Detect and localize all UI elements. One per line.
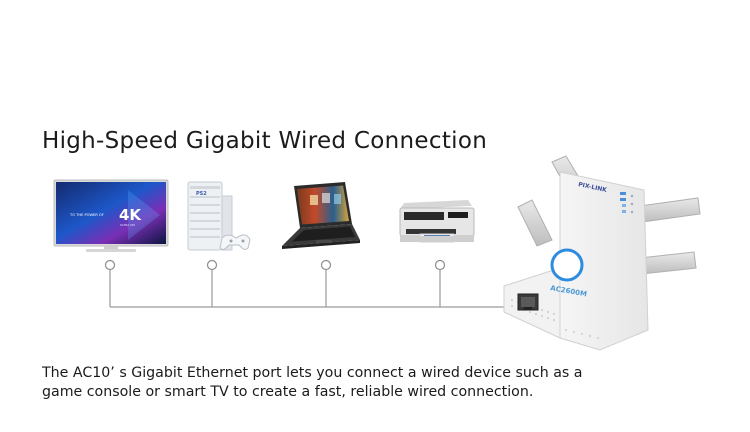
antenna-left [517, 199, 553, 247]
ethernet-wires [109, 270, 520, 308]
antenna-right-top [639, 197, 701, 223]
caption-line-1: The AC10’ s Gigabit Ethernet port lets y… [42, 365, 583, 381]
connector-node [206, 259, 218, 271]
status-leds [620, 192, 634, 214]
console-brand: PS2 [196, 191, 207, 197]
antenna-right-bottom [639, 251, 697, 275]
caption: The AC10’ s Gigabit Ethernet port lets y… [42, 364, 662, 402]
tv-screen-text-sub: ULTRA HD [120, 223, 136, 227]
headline: High-Speed Gigabit Wired Connection [42, 128, 488, 154]
game-console-icon: PS2 [187, 181, 251, 251]
connector-node [104, 259, 116, 271]
wire-connectors [104, 259, 446, 271]
caption-line-2: game console or smart TV to create a fas… [42, 384, 534, 400]
wifi-extender-icon: PIX-LINK AC2600M [503, 155, 701, 351]
tv-icon: TO THE POWER OF 4K ULTRA HD [53, 179, 169, 252]
ethernet-port-icon [517, 293, 539, 311]
printer-icon [399, 200, 475, 243]
connector-node [434, 259, 446, 271]
connector-node [320, 259, 332, 271]
tv-screen-text-big: 4K [119, 206, 142, 224]
laptop-icon [282, 182, 360, 249]
tv-screen-text-small: TO THE POWER OF [69, 213, 104, 217]
wps-button[interactable] [550, 248, 584, 282]
